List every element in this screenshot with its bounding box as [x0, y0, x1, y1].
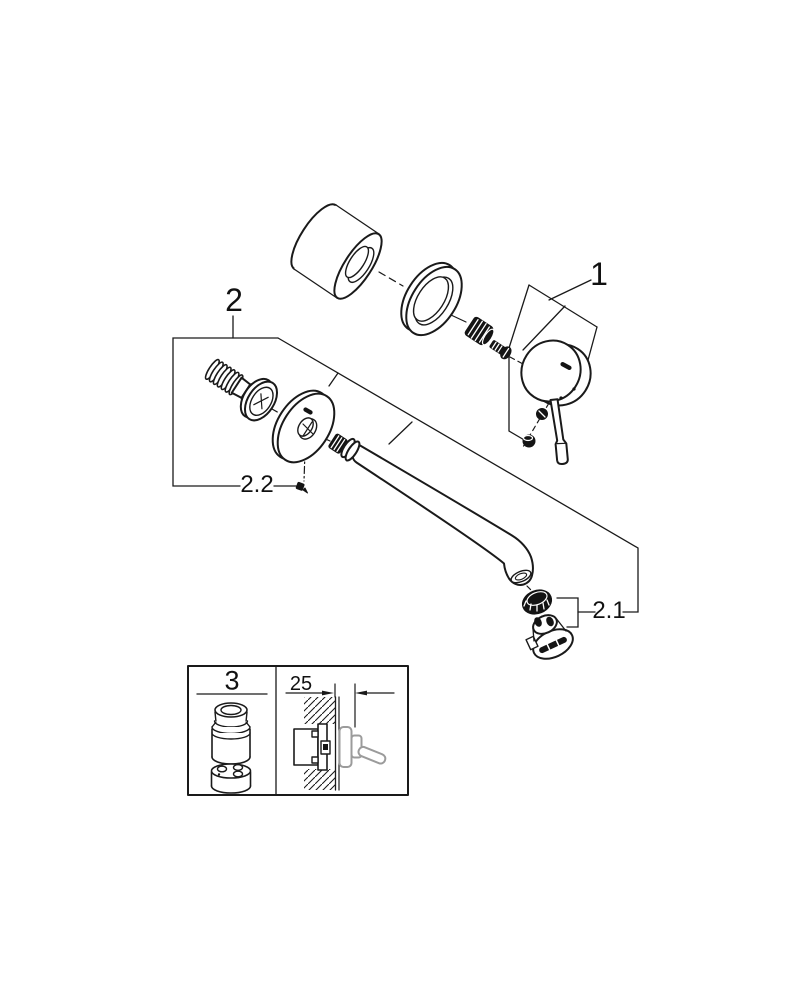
grub-screw-2-2-drawing — [295, 481, 308, 494]
flow-disc-drawing — [210, 763, 252, 794]
label-part-2-1: 2.1 — [592, 597, 626, 624]
mousseur-nut-drawing — [521, 589, 553, 615]
mousseur-drawing — [525, 614, 574, 660]
label-dimension-25: 25 — [289, 673, 313, 695]
set-screws-drawing — [522, 408, 548, 448]
handle-drawing — [520, 339, 592, 466]
label-part-2-2: 2.2 — [240, 471, 274, 498]
adapter-nut-drawing — [464, 316, 495, 346]
sleeve-drawing — [290, 203, 383, 300]
spout-escutcheon-drawing — [271, 389, 336, 464]
group-2-bracket-lines — [172, 315, 639, 613]
sealing-ring-drawing — [400, 261, 463, 337]
installation-dimension-drawing — [285, 683, 395, 791]
label-part-1: 1 — [590, 256, 608, 292]
label-part-2: 2 — [225, 282, 243, 318]
label-part-3: 3 — [224, 665, 240, 696]
fixing-screw-drawing — [489, 340, 512, 360]
wall-union-drawing — [204, 358, 278, 422]
group-2-1-bracket-lines — [556, 597, 596, 628]
spout-drawing — [328, 433, 534, 586]
